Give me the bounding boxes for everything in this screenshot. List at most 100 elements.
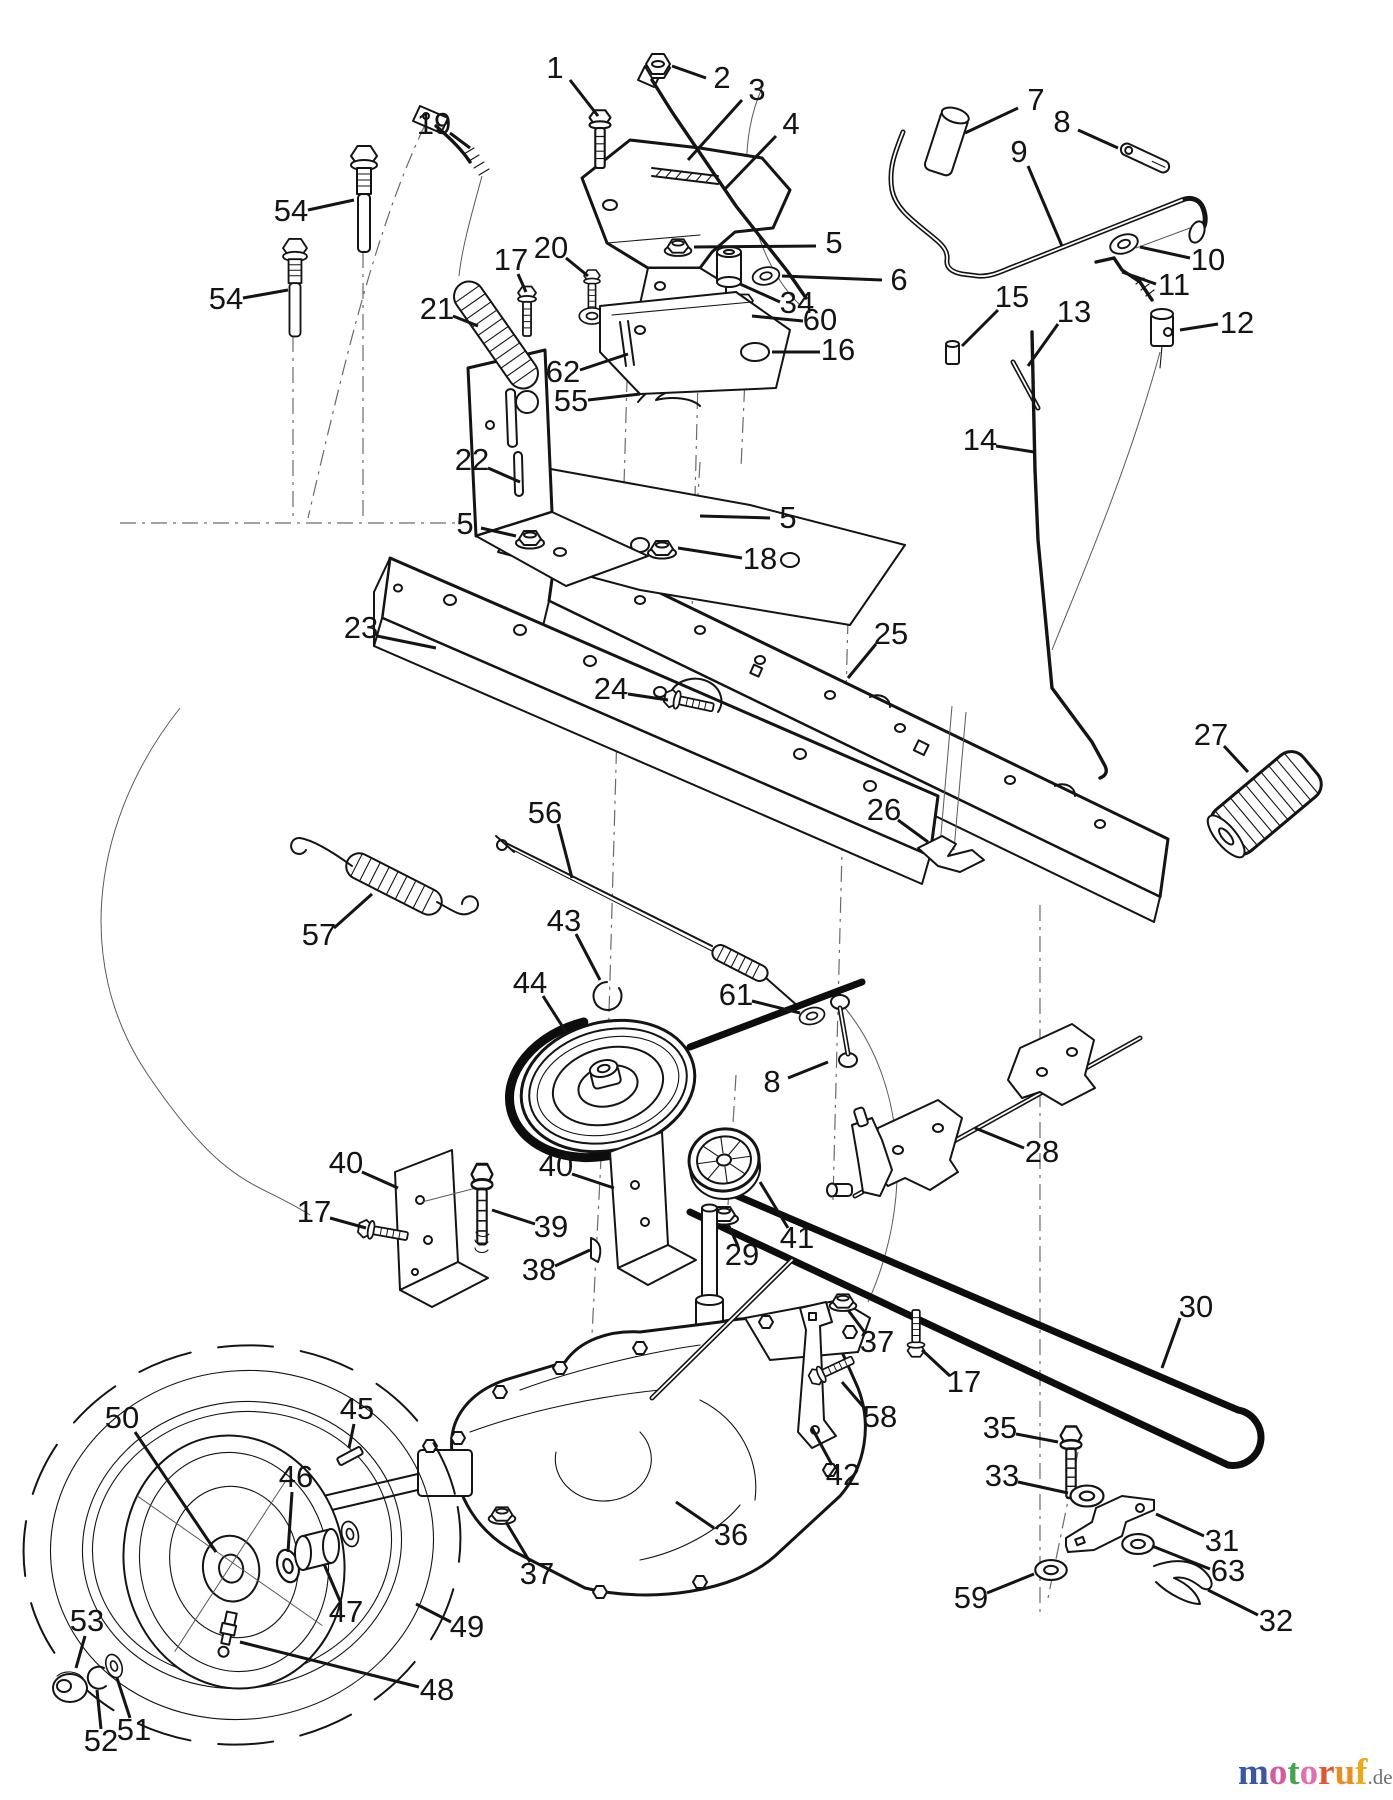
frame-rail-front (373, 556, 940, 885)
frame-rail-front-shape (749, 663, 764, 678)
callout-leader-13 (1026, 323, 1060, 367)
callout-leader-59 (986, 1572, 1035, 1595)
callout-number-15: 15 (995, 279, 1029, 314)
pedal-pad-27-shape (1218, 827, 1235, 846)
frame-rail-rear-shape (754, 655, 766, 665)
transaxle-36-shape (469, 1344, 701, 1433)
axle-mount-block-shape (417, 1449, 473, 1497)
callout-leader-58 (840, 1381, 868, 1411)
key-45 (336, 1446, 364, 1466)
bracket-40-left-shape (423, 1235, 433, 1245)
washer-10 (1106, 229, 1142, 259)
valve-stem-48 (217, 1610, 238, 1658)
drive-belt-30-shape (686, 1176, 1265, 1469)
callout-leader-35 (1015, 1432, 1059, 1444)
callout-number-12: 12 (1220, 305, 1254, 340)
callout-leader-24 (627, 692, 669, 702)
callout-leader-29 (726, 1223, 740, 1247)
upper-bracket-assembly-shape (651, 167, 719, 185)
callout-leader-61 (751, 999, 801, 1015)
callout-number-3: 3 (748, 72, 765, 107)
bracket-40-right-shape (640, 1217, 650, 1227)
brake-shaft-shape (651, 1259, 793, 1399)
callout-number-29: 29 (725, 1237, 759, 1272)
frame-rail-front-shape (671, 677, 723, 713)
trunnion-12 (1150, 308, 1174, 369)
construction-lines-shape (1135, 227, 1191, 249)
logo-letter-0: m (1238, 1752, 1269, 1793)
idler-pulley-41 (687, 1127, 762, 1201)
callout-number-5: 5 (779, 500, 796, 535)
clutch-rod-56-shape (507, 843, 713, 947)
callout-leader-4 (722, 134, 778, 192)
transaxle-36-shape (632, 1341, 648, 1355)
callout-leader-14 (995, 444, 1035, 454)
mounting-plate-shape (497, 467, 906, 626)
callout-leader-47 (322, 1563, 342, 1602)
construction-lines-shape (1051, 351, 1161, 651)
hub-cap-53-shape (56, 1671, 84, 1679)
valve-stem-48-shape (217, 1645, 230, 1658)
callout-leader-11 (1121, 270, 1157, 286)
logo-suffix: .de (1368, 1765, 1393, 1789)
transaxle-36-shape (692, 1575, 708, 1589)
callout-number-36: 36 (714, 1517, 748, 1552)
callout-leader-49 (415, 1602, 452, 1624)
frame-rail-rear-shape (912, 739, 930, 757)
callout-leader-45 (347, 1423, 356, 1449)
frame-rail-rear-shape (694, 625, 706, 635)
callout-leader-15 (960, 308, 1000, 348)
transaxle-36-shape (552, 1361, 568, 1375)
logo-letter-4: r (1318, 1752, 1334, 1793)
callout-leader-17 (329, 1216, 367, 1230)
input-pulley-44-shape (528, 1027, 688, 1145)
spacer-47-shape (322, 1528, 340, 1564)
z-bracket-31-shape (1135, 1503, 1145, 1513)
callout-number-16: 16 (821, 332, 855, 367)
input-shaft-shape (695, 1294, 724, 1306)
axle-mount-block-shape (450, 1431, 466, 1445)
cross-shaft-28-shape (826, 1106, 869, 1198)
callout-number-48: 48 (420, 1672, 454, 1707)
callout-number-55: 55 (554, 383, 588, 418)
nut-2 (645, 53, 671, 79)
callout-leader-44 (541, 995, 568, 1033)
handle-grip-7 (923, 106, 970, 177)
callout-number-17: 17 (494, 242, 528, 277)
axle-mount-block (417, 1431, 473, 1497)
spacer-47 (294, 1528, 340, 1571)
callout-leader-32 (1207, 1588, 1259, 1617)
cable-19 (412, 105, 490, 277)
transaxle-36-shape (592, 1585, 608, 1599)
callout-leader-55 (587, 392, 641, 402)
frame-rail-rear-shape (953, 711, 967, 851)
bracket-40-left-shape (411, 1268, 419, 1276)
bolt-39-shape (470, 1162, 494, 1246)
frame-rail-front-shape (373, 557, 391, 647)
callout-number-58: 58 (863, 1399, 897, 1434)
frame-rail-rear-shape (869, 694, 892, 708)
shift-rod-9-shape (890, 131, 1183, 278)
callout-number-44: 44 (513, 965, 547, 1000)
plate-16-shape (619, 320, 635, 367)
bracket-22-shape (513, 451, 524, 497)
pedal-rod-14 (1030, 330, 1108, 780)
callout-number-46: 46 (279, 1459, 313, 1494)
callout-leader-51 (115, 1677, 132, 1719)
callout-number-45: 45 (340, 1391, 374, 1426)
callout-number-57: 57 (302, 917, 336, 952)
callout-leader-17 (920, 1348, 952, 1378)
clip-26 (917, 835, 985, 873)
z-bracket-31 (1065, 1495, 1155, 1553)
callout-leader-12 (1179, 322, 1219, 332)
bracket-40-left-shape (415, 1195, 425, 1205)
callout-number-14: 14 (963, 422, 997, 457)
transaxle-36-shape (639, 1399, 757, 1561)
callout-leader-37 (846, 1309, 868, 1335)
clutch-rod-56-shape (839, 1007, 849, 1055)
callout-number-30: 30 (1179, 1289, 1213, 1324)
callout-number-59: 59 (954, 1580, 988, 1615)
clutch-rod-56-shape-shape (716, 945, 761, 979)
